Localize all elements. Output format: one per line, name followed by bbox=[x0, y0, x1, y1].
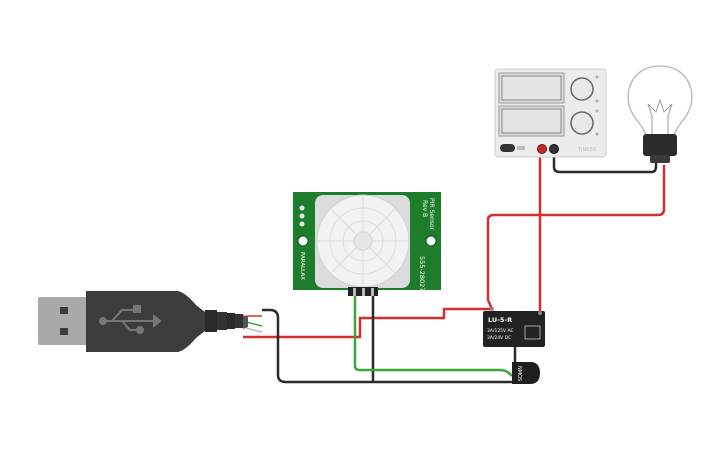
usb-symbol-icon bbox=[99, 305, 162, 334]
usb-lead-green bbox=[245, 321, 263, 327]
pir-pin-3 bbox=[371, 288, 374, 296]
usb-lead-white bbox=[245, 327, 263, 333]
relay-pin-b bbox=[538, 311, 542, 315]
pir-title: PIR Sensor bbox=[428, 198, 435, 231]
transistor-label: NMOS bbox=[516, 366, 522, 381]
supply-brand: TINKER bbox=[577, 147, 597, 153]
supply-switch-label bbox=[517, 146, 525, 150]
pir-pad-3 bbox=[299, 221, 305, 227]
usb-strain-relief-1 bbox=[205, 310, 217, 332]
pir-pad-1 bbox=[299, 205, 305, 211]
pir-pad-2 bbox=[299, 213, 305, 219]
usb-metal-plug bbox=[38, 297, 90, 345]
relay-pin-a bbox=[490, 307, 494, 311]
wire-green-signal[interactable] bbox=[353, 295, 513, 377]
relay-body bbox=[483, 311, 545, 347]
supply-terminal-positive[interactable] bbox=[537, 144, 547, 154]
bulb-socket-base bbox=[650, 155, 670, 163]
relay-rating-dc: 3A/24V DC bbox=[487, 335, 511, 341]
relay-pin-diagram bbox=[524, 325, 541, 340]
pir-mount-hole-left bbox=[297, 235, 309, 247]
pir-sensor[interactable]: PIR Sensor Rev B 555-28027 PARALLAX bbox=[293, 192, 441, 296]
transistor-body bbox=[512, 362, 540, 384]
wires bbox=[243, 150, 666, 384]
usb-plug-slot-top bbox=[60, 307, 68, 314]
relay-rating-ac: 3A/125V AC bbox=[487, 328, 514, 334]
pir-mount-hole-right bbox=[425, 235, 437, 247]
supply-mark-4 bbox=[595, 132, 599, 136]
pir-brand: PARALLAX bbox=[299, 252, 305, 280]
relay[interactable]: LU-5-R 3A/125V AC 3A/24V DC bbox=[483, 307, 545, 347]
current-knob-icon[interactable] bbox=[570, 111, 594, 135]
power-supply[interactable]: TINKER bbox=[494, 68, 607, 158]
wire-black-bulb[interactable] bbox=[552, 150, 658, 174]
pir-dome-center bbox=[353, 231, 373, 251]
supply-screen-bottom bbox=[501, 108, 562, 134]
pir-part-number: 555-28027 bbox=[418, 256, 426, 291]
pir-pin-2 bbox=[362, 288, 365, 296]
supply-screen-top bbox=[501, 75, 562, 101]
pir-rev: Rev B bbox=[421, 200, 428, 217]
usb-connector[interactable] bbox=[38, 291, 248, 352]
transistor[interactable]: NMOS bbox=[512, 362, 540, 384]
usb-strain-relief-3 bbox=[227, 313, 235, 329]
bulb-filament bbox=[647, 98, 673, 136]
usb-strain-relief-4 bbox=[235, 314, 243, 328]
bulb-socket bbox=[643, 134, 677, 156]
supply-mark-3 bbox=[595, 109, 599, 113]
supply-power-switch[interactable] bbox=[500, 144, 515, 152]
pir-pin-1 bbox=[353, 288, 356, 296]
voltage-knob-icon[interactable] bbox=[570, 77, 594, 101]
wire-red-bulb[interactable] bbox=[486, 165, 666, 310]
usb-cable-end bbox=[243, 315, 248, 329]
wire-red-usb[interactable] bbox=[243, 307, 492, 339]
supply-mark-1 bbox=[595, 75, 599, 79]
relay-model: LU-5-R bbox=[488, 316, 512, 324]
supply-terminal-negative[interactable] bbox=[549, 144, 559, 154]
supply-mark-2 bbox=[595, 99, 599, 103]
light-bulb-icon[interactable] bbox=[627, 65, 693, 163]
usb-strain-relief-2 bbox=[217, 312, 227, 330]
usb-plug-slot-bottom bbox=[60, 328, 68, 335]
